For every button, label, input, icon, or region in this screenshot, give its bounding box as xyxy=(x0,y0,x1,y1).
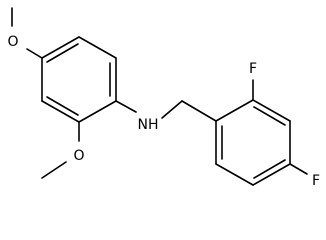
fluorine-substituents: F F xyxy=(249,61,320,189)
molecule-diagram: O O NH F F xyxy=(7,7,320,189)
amine-nitrogen: NH xyxy=(138,117,159,133)
difluorophenyl-ring xyxy=(215,99,291,186)
bond-ring-a3 xyxy=(78,100,117,123)
bond-ring-a4-inner xyxy=(46,96,79,116)
bond-ring-b2 xyxy=(252,99,291,122)
bond-ring-b4 xyxy=(252,163,291,186)
bond-o-ch3-bottom xyxy=(41,161,67,179)
bond-ch2-ring xyxy=(181,100,217,122)
methoxy-oxygen-4: O xyxy=(7,34,18,50)
methoxy-oxygen-2: O xyxy=(73,148,84,164)
bond-c4-f xyxy=(289,163,308,175)
bond-ring-a4 xyxy=(41,100,80,123)
fluorine-atom-2: F xyxy=(249,61,257,77)
fluorine-atom-4: F xyxy=(312,173,320,189)
structure-canvas: O O NH F F xyxy=(7,7,320,189)
bond-ring-a1 xyxy=(78,36,117,59)
dimethoxyphenyl-ring xyxy=(41,36,117,123)
methoxy-group-2: O xyxy=(41,121,85,179)
methoxy-group-4: O xyxy=(7,7,43,59)
bond-n-ch2 xyxy=(161,100,183,119)
bond-c4-o xyxy=(26,48,43,59)
bond-ring-b2-inner xyxy=(253,106,286,126)
bond-ring-a6-inner xyxy=(46,43,79,63)
bond-ring-b1 xyxy=(215,99,254,122)
bond-ring-a6 xyxy=(41,36,80,59)
amine-linker: NH xyxy=(115,100,217,133)
bond-c1-n xyxy=(115,100,137,113)
bond-ring-b5 xyxy=(215,163,254,186)
bond-ring-b4-inner xyxy=(253,159,286,179)
